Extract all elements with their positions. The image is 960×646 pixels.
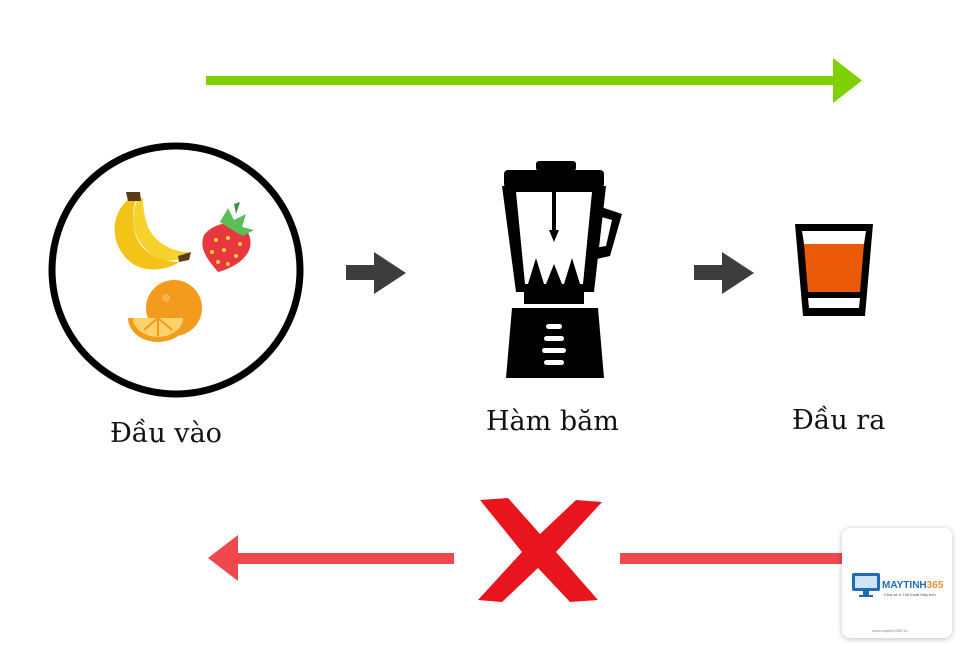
juice-glass-icon: [795, 224, 873, 316]
input-label: Đầu vào: [110, 418, 222, 449]
fruits-icon: [48, 142, 304, 398]
blender-icon: [502, 161, 622, 378]
step-arrow-icon: [694, 252, 754, 294]
strawberry-icon: [202, 202, 254, 272]
output-label: Đầu ra: [792, 405, 886, 436]
red-cross-icon: [478, 498, 602, 602]
reverse-arrow-tail: [620, 553, 842, 564]
watermark-logo: MAYTINH365 Chia sẻ & Thủ thuật Máy tính …: [842, 528, 952, 638]
monitor-icon: [852, 573, 880, 597]
hash-function-label: Hàm băm: [486, 406, 619, 437]
watermark-footer: www.maytinh365.vn: [872, 628, 908, 633]
forward-arrow-icon: [206, 58, 862, 103]
watermark-tagline: Chia sẻ & Thủ thuật Máy tính: [884, 592, 936, 597]
orange-icon: [128, 280, 202, 342]
step-arrow-icon: [346, 252, 406, 294]
reverse-arrow-icon: [208, 535, 454, 581]
watermark-brand: MAYTINH365: [882, 580, 944, 591]
banana-icon: [114, 192, 191, 270]
